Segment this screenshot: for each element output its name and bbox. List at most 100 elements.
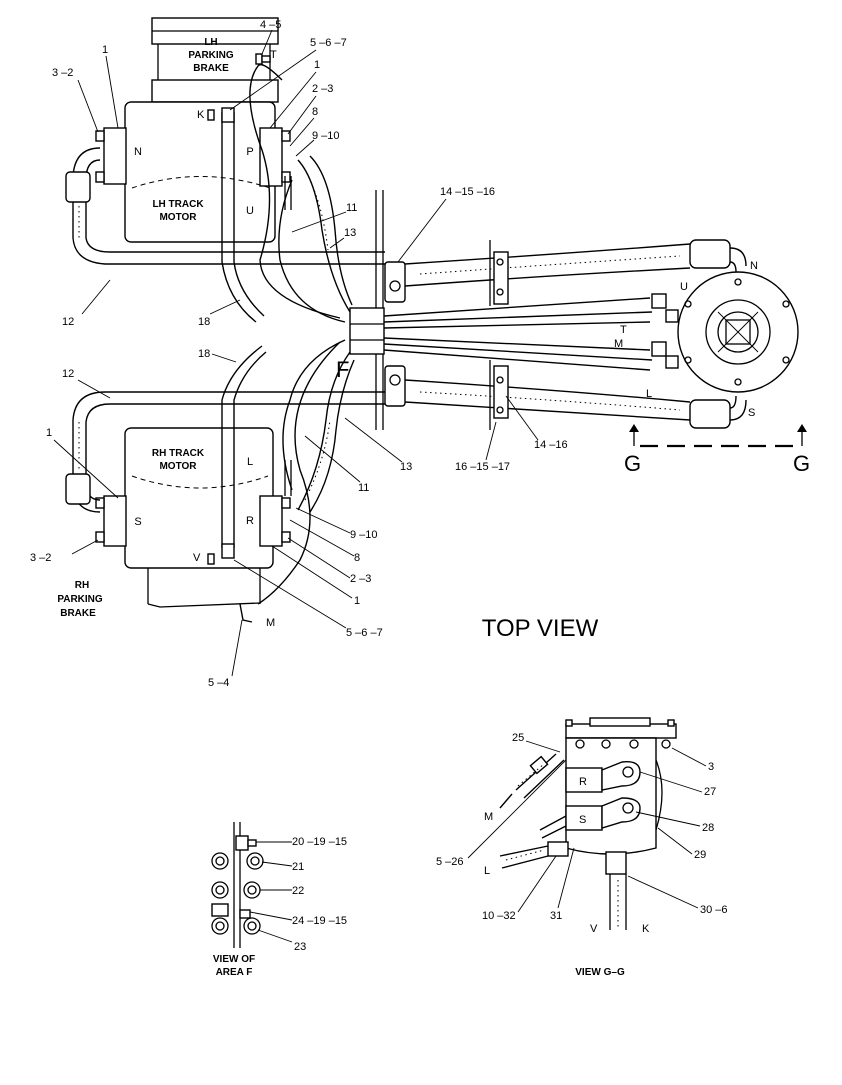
port-p: P <box>246 146 253 158</box>
callout-2-3-bot: 2 –3 <box>350 573 371 585</box>
callout-10-32: 10 –32 <box>482 910 516 922</box>
callout-16-15-17: 16 –15 –17 <box>455 461 510 473</box>
callout-25: 25 <box>512 732 524 744</box>
callout-5-26: 5 –26 <box>436 856 464 868</box>
rh-track-motor-line2: MOTOR <box>159 461 197 472</box>
port-r-gg: R <box>579 776 587 788</box>
port-m-bottom: M <box>266 617 275 629</box>
callout-2-3-top: 2 –3 <box>312 83 333 95</box>
section-g-left: G <box>624 451 641 476</box>
callout-5-6-7-top: 5 –6 –7 <box>310 37 347 49</box>
callout-13-bot: 13 <box>400 461 412 473</box>
tube-12-top <box>65 147 385 265</box>
rh-track-motor: RH TRACK MOTOR S R L <box>95 427 291 569</box>
callouts-upper: 4 –5 5 –6 –7 1 2 –3 8 9 –10 1 3 –2 14 –1… <box>52 19 495 328</box>
callout-14-15-16: 14 –15 –16 <box>440 186 495 198</box>
port-t-swivel: T <box>620 324 627 336</box>
port-l-rh: L <box>247 456 253 468</box>
callout-9-10-bot: 9 –10 <box>350 529 378 541</box>
tube-12-bottom <box>65 391 385 513</box>
bracket-lower <box>489 360 509 430</box>
port-n-swivel: N <box>750 260 758 272</box>
callout-1-rh: 1 <box>46 427 52 439</box>
callout-29: 29 <box>694 849 706 861</box>
lh-parking-brake-line3: BRAKE <box>193 63 229 74</box>
lh-parking-brake: LH PARKING BRAKE <box>151 17 279 103</box>
callout-8-top: 8 <box>312 106 318 118</box>
port-u-swivel: U <box>680 281 688 293</box>
port-l-gg: L <box>484 865 490 877</box>
rh-small-ports: V M <box>193 543 275 629</box>
lh-parking-brake-line2: PARKING <box>188 50 234 61</box>
swivel-joint: N U T M L S <box>614 239 799 429</box>
callout-12-bot: 12 <box>62 368 74 380</box>
rh-parking-brake-line2: PARKING <box>57 594 103 605</box>
port-m-swivel: M <box>614 338 623 350</box>
port-l-swivel: L <box>646 388 652 400</box>
section-line-g-g: G G <box>624 424 810 476</box>
view-area-f-line1: VIEW OF <box>213 954 255 965</box>
callout-14-16: 14 –16 <box>534 439 568 451</box>
section-g-right: G <box>793 451 810 476</box>
callout-22: 22 <box>292 885 304 897</box>
port-r-rh: R <box>246 515 254 527</box>
callout-18-bot: 18 <box>198 348 210 360</box>
callout-28: 28 <box>702 822 714 834</box>
port-m-gg: M <box>484 811 493 823</box>
port-v-gg: V <box>590 923 598 935</box>
view-area-f: 20 –19 –15 21 22 24 –19 –15 23 VIEW OF A… <box>211 822 347 978</box>
callout-23: 23 <box>294 941 306 953</box>
hose-bundle-lower <box>383 337 691 421</box>
port-s-swivel: S <box>748 407 755 419</box>
callout-1-bot: 1 <box>354 595 360 607</box>
lh-parking-brake-line1: LH <box>204 37 217 48</box>
rh-parking-brake-line1: RH <box>75 580 89 591</box>
callout-4-5: 4 –5 <box>260 19 281 31</box>
port-k: K <box>197 109 205 121</box>
callout-24-19-15: 24 –19 –15 <box>292 915 347 927</box>
view-g-g: R S M L V K 25 3 27 <box>436 717 728 978</box>
callout-21: 21 <box>292 861 304 873</box>
lh-track-motor-line1: LH TRACK <box>152 199 204 210</box>
hoses-lower <box>221 339 355 623</box>
port-v: V <box>193 552 201 564</box>
area-f-label: F <box>336 357 349 382</box>
callout-30-6: 30 –6 <box>700 904 728 916</box>
port-u-lh: U <box>246 205 254 217</box>
callout-12-top: 12 <box>62 316 74 328</box>
callout-9-10-top: 9 –10 <box>312 130 340 142</box>
callout-1-top: 1 <box>314 59 320 71</box>
bracket-upper <box>489 240 509 306</box>
callout-5-6-7-bot: 5 –6 –7 <box>346 627 383 639</box>
lh-track-motor: LH TRACK MOTOR N P U <box>95 101 291 243</box>
port-n-lh: N <box>134 146 142 158</box>
callout-3-gg: 3 <box>708 761 714 773</box>
callout-3-2-rh: 3 –2 <box>30 552 51 564</box>
view-area-f-line2: AREA F <box>216 967 253 978</box>
lh-track-motor-line2: MOTOR <box>159 212 197 223</box>
hoses-upper <box>221 63 353 323</box>
callout-3-2-lh: 3 –2 <box>52 67 73 79</box>
view-g-g-title: VIEW G–G <box>575 967 625 978</box>
callout-31: 31 <box>550 910 562 922</box>
port-s-rh: S <box>134 516 141 528</box>
hose-bundle-upper <box>383 243 691 329</box>
top-view-title: TOP VIEW <box>482 615 599 642</box>
callout-11-bot: 11 <box>358 482 369 494</box>
port-t-top: T <box>270 49 277 61</box>
lh-small-ports: T K <box>197 49 277 123</box>
center-frame: F <box>336 190 406 430</box>
callout-8-bot: 8 <box>354 552 360 564</box>
callout-11-top: 11 <box>346 202 357 214</box>
callout-1-lh: 1 <box>102 44 108 56</box>
port-k-gg: K <box>642 923 650 935</box>
callout-13-top: 13 <box>344 227 356 239</box>
callout-18-top: 18 <box>198 316 210 328</box>
port-s-gg: S <box>579 814 586 826</box>
callout-20-19-15: 20 –19 –15 <box>292 836 347 848</box>
rh-parking-brake-line3: BRAKE <box>60 608 96 619</box>
callouts-middle: 18 12 1 13 14 –16 16 –15 –17 11 9 –10 8 … <box>30 348 568 689</box>
callout-27: 27 <box>704 786 716 798</box>
callout-5-4: 5 –4 <box>208 677 229 689</box>
